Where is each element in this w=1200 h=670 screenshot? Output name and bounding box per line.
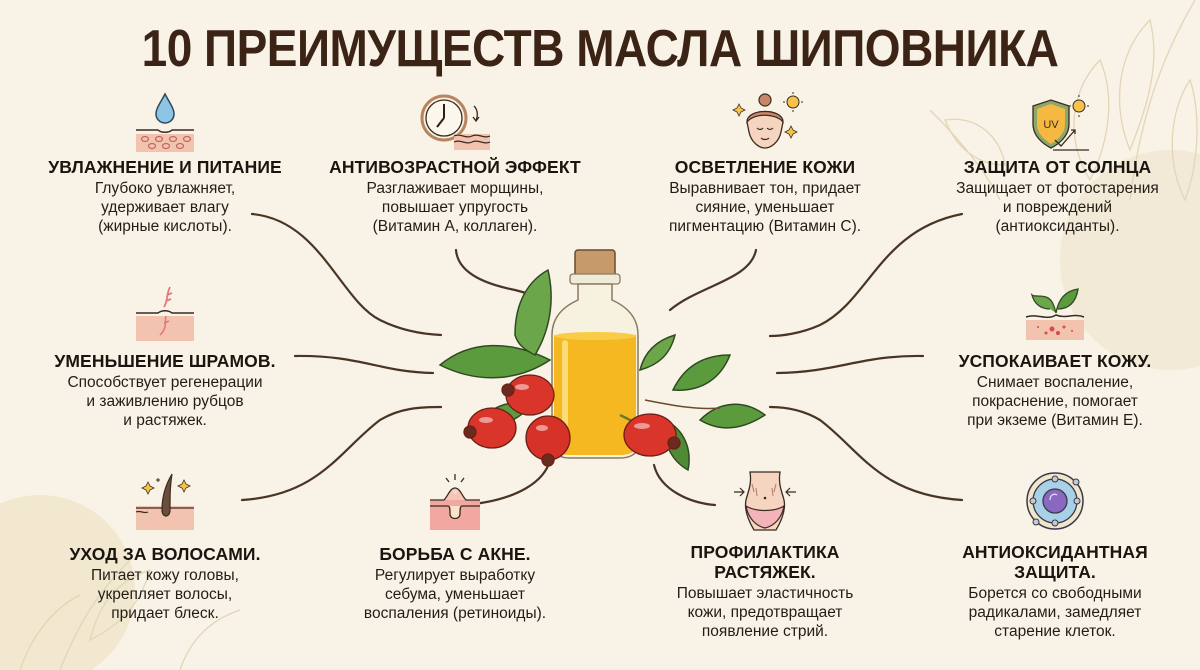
hair-follicle-icon bbox=[135, 473, 194, 530]
desc-line: воспаления (ретиноиды). bbox=[363, 605, 547, 622]
benefit-heading: УМЕНЬШЕНИЕ ШРАМОВ. bbox=[54, 351, 276, 371]
desc-line: при экземе (Витамин Е). bbox=[967, 412, 1143, 429]
heading-line: ПРОФИЛАКТИКА bbox=[690, 542, 840, 562]
desc-line: (антиоксиданты). bbox=[995, 218, 1120, 235]
desc-line: и повреждений bbox=[1002, 199, 1113, 216]
scar-skin-icon bbox=[136, 286, 194, 341]
desc-line: радикалами, замедляет bbox=[968, 604, 1142, 621]
desc-line: пигментацию (Витамин С). bbox=[668, 218, 862, 235]
desc-line: Питает кожу головы, bbox=[91, 567, 239, 584]
heading-line: РАСТЯЖЕК. bbox=[714, 562, 816, 582]
antioxidant-cell-icon bbox=[1026, 472, 1084, 530]
uv-shield-sun-icon: UV bbox=[1031, 95, 1089, 151]
desc-line: укрепляет волосы, bbox=[97, 586, 233, 603]
benefit-heading: УХОД ЗА ВОЛОСАМИ. bbox=[69, 544, 261, 564]
benefit-soothing: УСПОКАИВАЕТ КОЖУ. Снимает воспаление, по… bbox=[920, 283, 1190, 430]
desc-line: Снимает воспаление, bbox=[976, 374, 1134, 391]
benefit-description: Снимает воспаление, покраснение, помогае… bbox=[920, 373, 1190, 430]
benefit-description: Регулирует выработку себума, уменьшает в… bbox=[330, 566, 580, 623]
desc-line: и заживлению рубцов bbox=[86, 393, 244, 410]
water-drop-skin-icon bbox=[136, 92, 194, 152]
acne-pore-icon bbox=[430, 474, 480, 530]
desc-line: старение клеток. bbox=[994, 623, 1116, 640]
benefit-description: Глубоко увлажняет, удерживает влагу (жир… bbox=[30, 179, 300, 236]
benefit-moisturizing: УВЛАЖНЕНИЕ И ПИТАНИЕ Глубоко увлажняет, … bbox=[30, 92, 300, 236]
page-title: 10 ПРЕИМУЩЕСТВ МАСЛА ШИПОВНИКА bbox=[141, 19, 1059, 78]
waist-stretch-marks-icon bbox=[734, 471, 796, 531]
desc-line: Выравнивает тон, придает bbox=[669, 180, 861, 197]
desc-line: Защищает от фотостарения bbox=[956, 180, 1159, 197]
desc-line: покраснение, помогает bbox=[972, 393, 1138, 410]
benefit-heading: БОРЬБА С АКНЕ. bbox=[379, 544, 531, 564]
benefit-antioxidant-protection: АНТИОКСИДАНТНАЯ ЗАЩИТА. Борется со свобо… bbox=[930, 470, 1180, 641]
clock-wrinkles-icon bbox=[420, 94, 491, 150]
benefit-description: Повышает эластичность кожи, предотвращае… bbox=[640, 584, 890, 641]
benefit-anti-aging: АНТИВОЗРАСТНОЙ ЭФФЕКТ Разглаживает морщи… bbox=[310, 92, 600, 236]
benefit-heading: АНТИОКСИДАНТНАЯ ЗАЩИТА. bbox=[930, 542, 1180, 582]
benefit-acne-fighting: БОРЬБА С АКНЕ. Регулирует выработку себу… bbox=[330, 472, 580, 623]
desc-line: (жирные кислоты). bbox=[98, 218, 232, 235]
desc-line: (Витамин А, коллаген). bbox=[372, 218, 538, 235]
desc-line: придает блеск. bbox=[111, 605, 219, 622]
desc-line: повышает упругость bbox=[381, 199, 529, 216]
desc-line: Борется со свободными bbox=[968, 585, 1142, 602]
desc-line: Способствует регенерации bbox=[67, 374, 263, 391]
desc-line: Регулирует выработку bbox=[374, 567, 536, 584]
desc-line: себума, уменьшает bbox=[385, 586, 525, 603]
svg-text:UV: UV bbox=[1043, 119, 1059, 131]
desc-line: появление стрий. bbox=[701, 623, 829, 640]
rosehip-oil-bottle-illustration bbox=[438, 249, 767, 472]
sprout-skin-icon bbox=[1025, 288, 1085, 340]
desc-line: сияние, уменьшает bbox=[695, 199, 835, 216]
benefit-description: Питает кожу головы, укрепляет волосы, пр… bbox=[30, 566, 300, 623]
benefit-heading: ОСВЕТЛЕНИЕ КОЖИ bbox=[674, 157, 856, 177]
heading-line: АНТИОКСИДАНТНАЯ bbox=[962, 542, 1148, 562]
benefit-heading: УСПОКАИВАЕТ КОЖУ. bbox=[958, 351, 1152, 371]
glowing-face-icon bbox=[732, 92, 803, 149]
benefit-sun-protection: UV ЗАЩИТА ОТ СОЛНЦА Защищает от фотостар… bbox=[915, 92, 1200, 236]
desc-line: удерживает влагу bbox=[101, 199, 229, 216]
benefit-description: Борется со свободными радикалами, замедл… bbox=[930, 584, 1180, 641]
desc-line: Разглаживает морщины, bbox=[366, 180, 544, 197]
benefit-description: Выравнивает тон, придает сияние, уменьша… bbox=[620, 179, 910, 236]
benefit-scar-reduction: УМЕНЬШЕНИЕ ШРАМОВ. Способствует регенера… bbox=[30, 283, 300, 430]
benefit-heading: УВЛАЖНЕНИЕ И ПИТАНИЕ bbox=[48, 157, 282, 177]
desc-line: кожи, предотвращает bbox=[687, 604, 843, 621]
desc-line: Глубоко увлажняет, bbox=[94, 180, 236, 197]
benefit-description: Способствует регенерации и заживлению ру… bbox=[30, 373, 300, 430]
desc-line: Повышает эластичность bbox=[676, 585, 854, 602]
benefit-description: Разглаживает морщины, повышает упругость… bbox=[310, 179, 600, 236]
benefit-heading: ПРОФИЛАКТИКА РАСТЯЖЕК. bbox=[640, 542, 890, 582]
benefit-heading: ЗАЩИТА ОТ СОЛНЦА bbox=[963, 157, 1152, 177]
desc-line: и растяжек. bbox=[123, 412, 207, 429]
benefit-skin-brightening: ОСВЕТЛЕНИЕ КОЖИ Выравнивает тон, придает… bbox=[620, 92, 910, 236]
benefit-stretch-mark-prevention: ПРОФИЛАКТИКА РАСТЯЖЕК. Повышает эластичн… bbox=[640, 470, 890, 641]
benefit-heading: АНТИВОЗРАСТНОЙ ЭФФЕКТ bbox=[329, 157, 581, 177]
heading-line: ЗАЩИТА. bbox=[1014, 562, 1096, 582]
benefit-hair-care: УХОД ЗА ВОЛОСАМИ. Питает кожу головы, ук… bbox=[30, 472, 300, 623]
benefit-description: Защищает от фотостарения и повреждений (… bbox=[915, 179, 1200, 236]
